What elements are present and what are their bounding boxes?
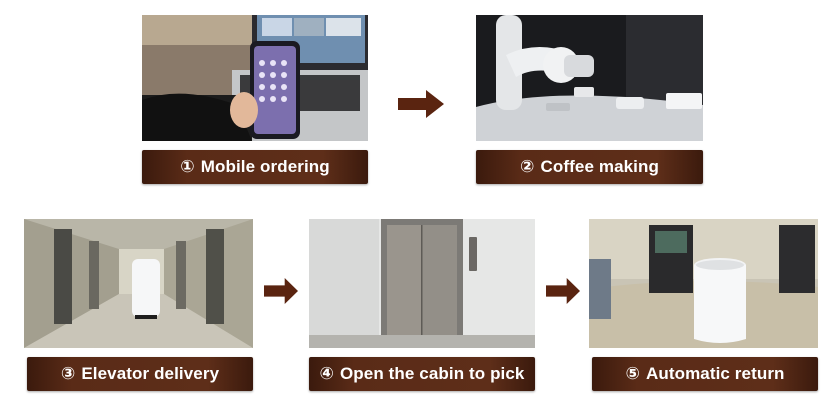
step-label: ① Mobile ordering <box>142 150 368 184</box>
step-label: ② Coffee making <box>476 150 703 184</box>
step-number: ④ <box>319 364 334 383</box>
robot-arm-coffee-photo <box>476 15 703 141</box>
right-arrow-icon <box>546 278 580 304</box>
return-robot-photo <box>589 219 818 348</box>
step-label-text: Automatic return <box>645 364 785 383</box>
step-label: ④ Open the cabin to pick <box>309 357 535 391</box>
right-arrow-icon <box>398 90 444 118</box>
step-label: ③ Elevator delivery <box>27 357 253 391</box>
elevator-doors-photo <box>309 219 535 348</box>
step-label-text: Mobile ordering <box>200 157 330 176</box>
step-number: ② <box>520 157 535 176</box>
step-label-text: Coffee making <box>540 157 659 176</box>
step-number: ⑤ <box>625 364 640 383</box>
step-label-text: Elevator delivery <box>81 364 220 383</box>
phone-ordering-photo <box>142 15 368 141</box>
step-label-text: Open the cabin to pick <box>339 364 525 383</box>
step-label: ⑤ Automatic return <box>592 357 818 391</box>
step-number: ① <box>180 157 195 176</box>
corridor-robot-photo <box>24 219 253 348</box>
right-arrow-icon <box>264 278 298 304</box>
step-number: ③ <box>60 364 76 383</box>
